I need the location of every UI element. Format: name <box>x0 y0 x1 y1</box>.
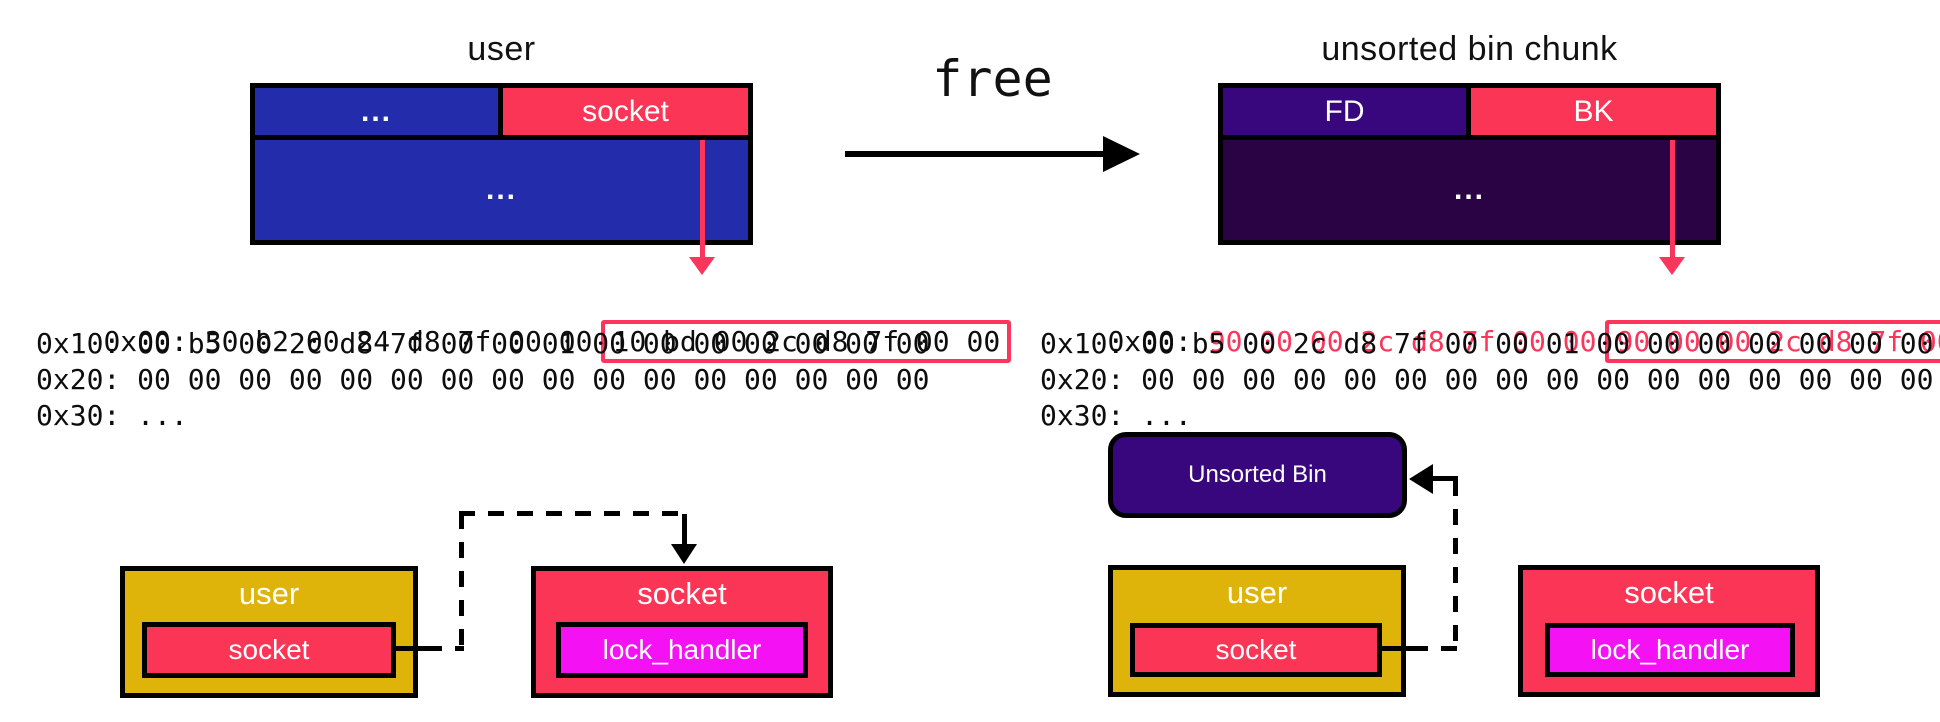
pointer-dashed-segment <box>1412 646 1458 651</box>
socket-struct-label: socket <box>637 576 727 611</box>
socket-pointer-arrow-head <box>689 257 715 275</box>
pointer-arrow-line <box>1432 476 1458 481</box>
unsorted-bin-chunk-box: FD BK ... <box>1218 83 1721 245</box>
user-chunk-header-cell: ... <box>255 88 498 135</box>
hex-bytes: 30 b2 00 24 d8 7f 00 00 <box>204 325 593 358</box>
pointer-stub-line <box>394 646 426 651</box>
hexdump-line: 0x10: 00 b5 00 2c d8 7f 00 00 01 00 00 0… <box>1040 327 1934 360</box>
user-socket-field-label: socket <box>1215 634 1297 665</box>
user-socket-field-label: socket <box>228 634 310 665</box>
hexdump-line: 0x20: 00 00 00 00 00 00 00 00 00 00 00 0… <box>36 363 930 396</box>
socket-struct-label: socket <box>1624 575 1714 610</box>
hex-bytes-fd-pointer: 90 00 00 2c d8 7f 00 00 <box>1208 325 1597 358</box>
user-chunk-box: ... socket ... <box>250 83 753 245</box>
pointer-dashed-segment <box>1453 480 1458 651</box>
lock-handler-field-box: lock_handler <box>1545 623 1795 677</box>
pointer-arrow-head <box>1409 464 1433 494</box>
user-chunk-socket-field: socket <box>503 88 748 135</box>
hex-address: 0x00: <box>1107 325 1192 358</box>
user-socket-field-box: socket <box>142 622 396 678</box>
lock-handler-field-box: lock_handler <box>556 622 808 678</box>
fd-field-cell: FD <box>1223 88 1466 135</box>
socket-pointer-arrow-line <box>700 140 705 258</box>
ellipsis-label: ... <box>1453 173 1485 206</box>
fd-label: FD <box>1324 94 1365 128</box>
lock-handler-field-label: lock_handler <box>1590 634 1750 665</box>
bk-pointer-arrow-head <box>1659 257 1685 275</box>
pointer-dashed-segment <box>459 513 464 651</box>
hexdump-line: 0x30: ... <box>1040 399 1192 432</box>
pointer-dashed-segment <box>426 646 464 651</box>
ellipsis-label: ... <box>360 94 392 128</box>
pointer-arrow-head <box>671 544 697 564</box>
unsorted-chunk-body-cell: ... <box>1223 140 1716 240</box>
hexdump-line: 0x30: ... <box>36 399 188 432</box>
user-struct-label: user <box>1226 575 1288 610</box>
free-call-label: free <box>932 50 1053 108</box>
lock-handler-field-label: lock_handler <box>602 634 762 665</box>
bk-field-cell: BK <box>1471 88 1716 135</box>
free-arrow-head <box>1103 136 1140 172</box>
highlighted-pointer-bytes: 10 bd 00 2c d8 7f 00 00 <box>601 320 1012 363</box>
bk-label: BK <box>1573 94 1614 128</box>
user-chunk-body-cell: ... <box>255 140 748 240</box>
hexdump-line: 0x20: 00 00 00 00 00 00 00 00 00 00 00 0… <box>1040 363 1934 396</box>
pointer-stub-line <box>1380 646 1412 651</box>
ellipsis-label: ... <box>485 173 517 206</box>
unsorted-bin-chunk-title: unsorted bin chunk <box>1321 30 1618 68</box>
free-arrow-line <box>845 151 1103 157</box>
user-struct-label: user <box>238 576 300 611</box>
unsorted-bin-node-label: Unsorted Bin <box>1188 461 1327 488</box>
pointer-dashed-segment <box>459 511 687 516</box>
highlighted-bk-pointer-bytes: 90 00 00 2c d8 7f 00 00 <box>1605 320 1940 363</box>
unsorted-bin-node: Unsorted Bin <box>1108 432 1407 518</box>
pointer-arrow-line <box>682 514 687 546</box>
user-socket-field-box: socket <box>1130 623 1382 677</box>
hexdump-line: 0x10: 00 b5 00 2c d8 7f 00 00 01 00 00 0… <box>36 327 930 360</box>
hex-address: 0x00: <box>103 325 188 358</box>
bk-pointer-arrow-line <box>1670 140 1675 258</box>
socket-field-label: socket <box>582 94 669 128</box>
user-chunk-title: user <box>467 30 536 68</box>
